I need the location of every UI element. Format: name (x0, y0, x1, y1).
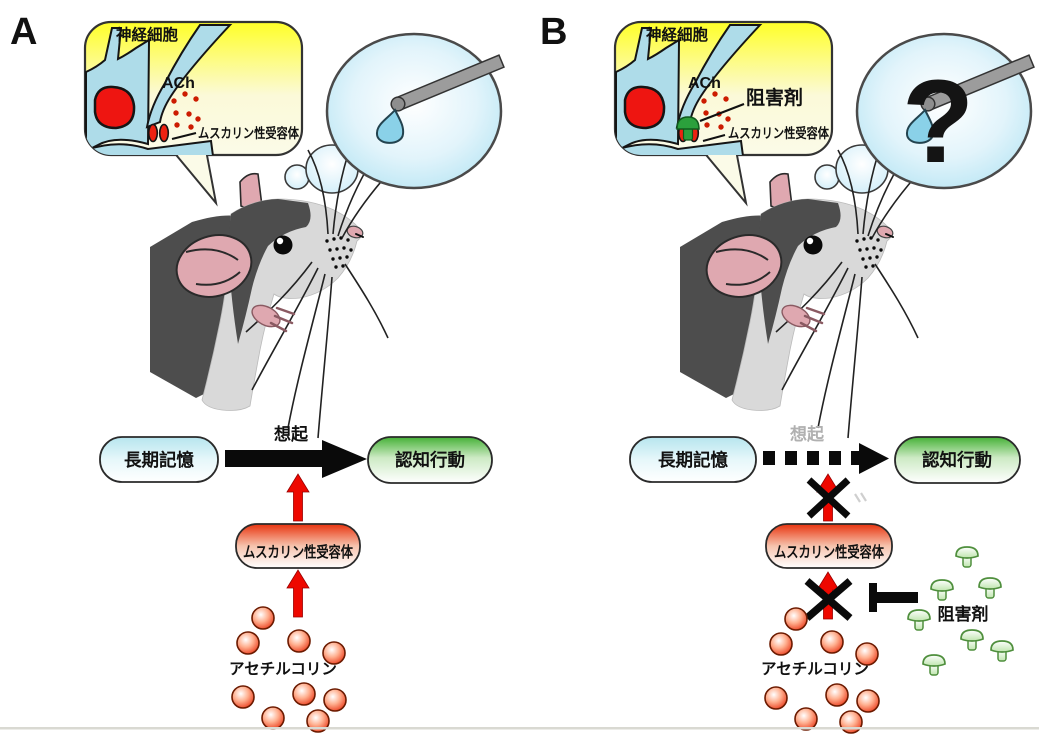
inhibitor-flow-label: 阻害剤 (938, 604, 989, 624)
long-term-memory-pill (629, 436, 757, 483)
muscarinic-receptor-text: ムスカリン性受容体 (774, 543, 885, 561)
x-mark-upper (806, 477, 851, 519)
receptor-label: ムスカリン性受容体 (198, 125, 299, 141)
recall-label-blocked: 想起 (790, 424, 825, 444)
muscarinic-receptor-pill (235, 523, 361, 569)
recall-arrow-dashed (763, 443, 889, 474)
receptor-label: ムスカリン性受容体 (728, 125, 829, 141)
long-term-memory-text: 長期記憶 (124, 450, 194, 470)
receptor-pointer-line (171, 132, 197, 140)
ditto-mark (854, 492, 867, 503)
inhibitor-pointer-line (699, 102, 745, 123)
muscarinic-receptor-text: ムスカリン性受容体 (243, 543, 354, 561)
cognitive-behavior-pill (894, 436, 1021, 484)
ach-to-receptor-arrow (286, 569, 310, 618)
cognitive-behavior-text: 認知行動 (922, 450, 992, 470)
recall-arrow (225, 440, 367, 478)
neuron-label: 神経細胞 (646, 25, 709, 44)
thought-bubble (325, 32, 506, 190)
rat-illustration (148, 146, 390, 440)
cognitive-behavior-pill (367, 436, 493, 484)
inhibitor-on-receptor (676, 116, 700, 141)
recall-label: 想起 (274, 424, 309, 444)
panel-a: A 神経細胞 ACh ムスカリン性受容体 長期記憶 想起 認知行動 ムスカリン性… (10, 11, 506, 733)
cognitive-behavior-text: 認知行動 (395, 450, 465, 470)
bottom-divider (0, 727, 1039, 730)
question-mark: ? (902, 56, 974, 188)
long-term-memory-pill (99, 436, 219, 483)
neuron-label: 神経細胞 (116, 25, 179, 44)
ach-label: ACh (162, 75, 195, 92)
receptor-to-recall-arrow (286, 473, 310, 522)
acetylcholine-label: アセチルコリン (761, 661, 869, 678)
speech-bubble-synapse (85, 22, 302, 203)
acetylcholine-label: アセチルコリン (229, 661, 337, 678)
panel-a-label: A (10, 11, 37, 53)
long-term-memory-text: 長期記憶 (658, 450, 728, 470)
inhibitor-label: 阻害剤 (746, 86, 803, 109)
inhibition-t-bar (869, 583, 918, 612)
receptor-pointer-line (702, 134, 726, 142)
panel-b-label: B (540, 11, 567, 53)
panel-b: B ? 神経細胞 ACh 阻害剤 ムスカリン性受容体 長期記憶 想起 認知行動 … (540, 11, 1036, 734)
rat-illustration (678, 146, 920, 440)
muscarinic-receptor-pill (765, 523, 893, 569)
x-mark-lower (804, 578, 853, 621)
ach-label: ACh (688, 75, 721, 92)
